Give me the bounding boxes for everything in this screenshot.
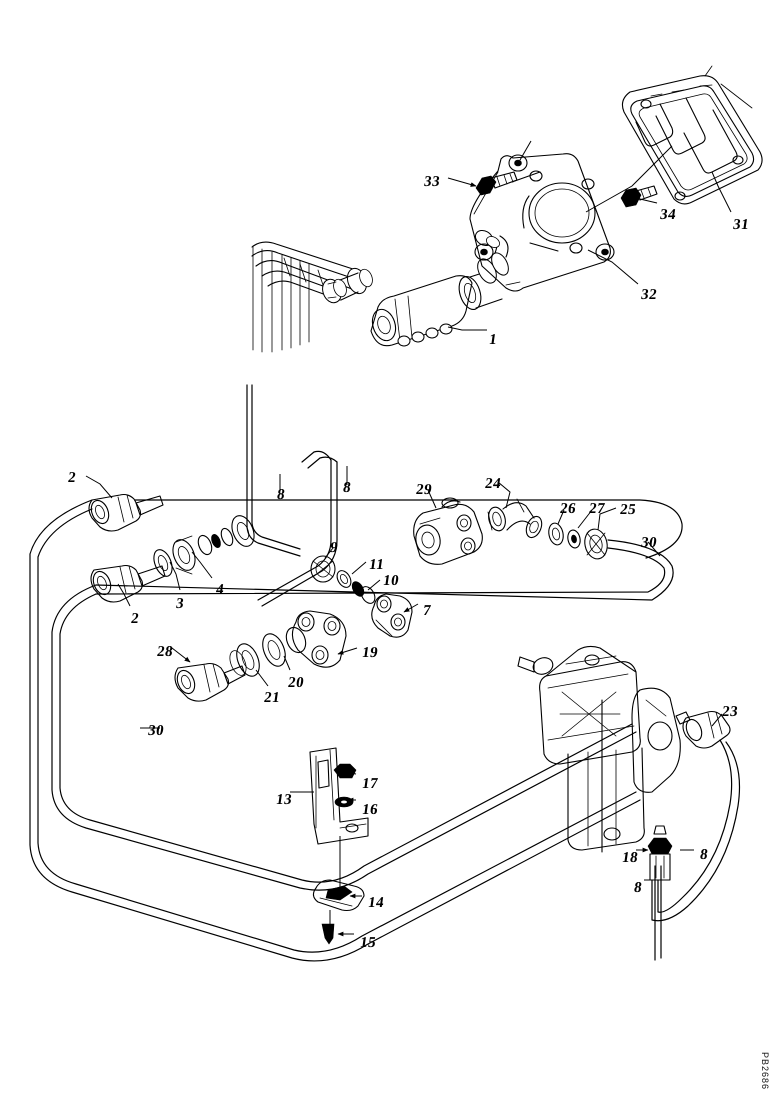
tube-bundle xyxy=(251,241,359,301)
elbow-24 xyxy=(487,498,543,539)
callout-11: 11 xyxy=(367,557,386,573)
callout-19: 19 xyxy=(360,645,380,661)
callout-34: 34 xyxy=(658,207,678,223)
mounting-bracket-32 xyxy=(469,153,615,292)
callout-28: 28 xyxy=(155,644,175,660)
frame-plate-31 xyxy=(621,65,763,205)
hose-lines xyxy=(29,384,741,962)
callout-32: 32 xyxy=(639,287,659,303)
callout-29: 29 xyxy=(414,482,434,498)
fitting-10 xyxy=(351,581,376,604)
clamp-14 xyxy=(312,879,365,912)
hose-union-upper xyxy=(474,229,509,284)
callout-13: 13 xyxy=(274,792,294,808)
fitting-25 xyxy=(584,528,608,560)
bolt-34 xyxy=(620,185,658,208)
fitting-11 xyxy=(336,570,352,588)
fitting-2a xyxy=(88,493,164,532)
valve-7 xyxy=(371,593,413,638)
callout-20: 20 xyxy=(286,675,306,691)
figure-code: PB2686 xyxy=(760,1051,770,1090)
switch-18 xyxy=(647,825,673,881)
callout-31: 31 xyxy=(731,217,751,233)
washer-16 xyxy=(334,796,354,808)
valve-body-19 xyxy=(285,610,347,668)
washer-26 xyxy=(548,522,564,546)
washer-27 xyxy=(567,529,581,549)
callout-25: 25 xyxy=(618,502,638,518)
callout-14: 14 xyxy=(366,895,386,911)
master-cylinder-body xyxy=(370,267,503,347)
bracket-13 xyxy=(309,747,369,845)
coupler-cluster-upper xyxy=(322,267,373,304)
callout-27: 27 xyxy=(587,501,607,517)
callout-21: 21 xyxy=(262,690,282,706)
callout-10: 10 xyxy=(381,573,401,589)
callout-30: 30 xyxy=(146,723,166,739)
callout-leaders xyxy=(85,466,723,937)
washer-train-left xyxy=(153,515,255,577)
callout-26: 26 xyxy=(558,501,578,517)
brake-valve-assembly xyxy=(517,645,681,853)
washer-21 xyxy=(229,643,260,677)
cooler-fins xyxy=(252,245,310,353)
callout-24: 24 xyxy=(483,476,503,492)
callout-15: 15 xyxy=(358,935,378,951)
bolt-15 xyxy=(321,923,335,945)
bolt-33 xyxy=(475,171,518,196)
union-9 xyxy=(310,555,336,583)
leaders-top xyxy=(447,140,732,331)
callout-30: 30 xyxy=(639,535,659,551)
fitting-2b xyxy=(90,564,166,603)
washer-20 xyxy=(262,633,286,667)
callout-16: 16 xyxy=(360,802,380,818)
callout-17: 17 xyxy=(360,776,380,792)
callout-23: 23 xyxy=(720,704,740,720)
callout-33: 33 xyxy=(422,174,442,190)
fitting-28 xyxy=(174,662,246,702)
fitting-23 xyxy=(675,710,731,749)
callout-18: 18 xyxy=(620,850,640,866)
valve-body-29 xyxy=(413,497,483,565)
